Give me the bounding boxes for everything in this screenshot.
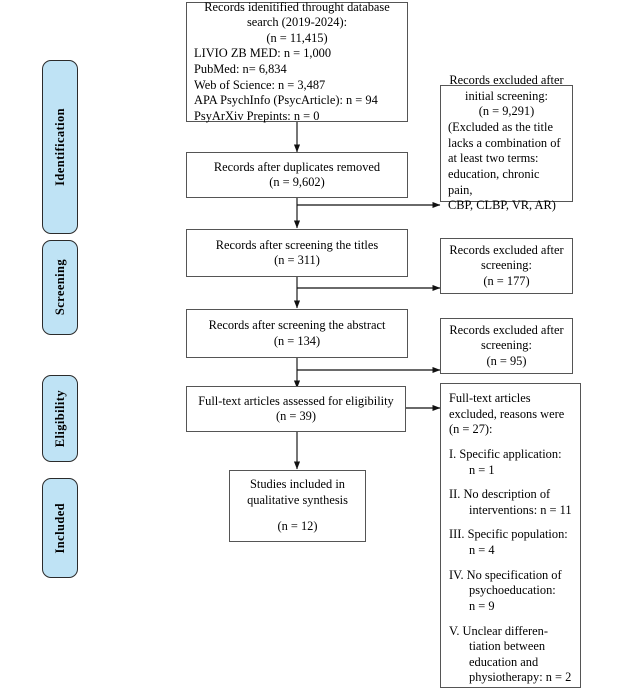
duplicates-removed-label: Records after duplicates removed [213, 159, 381, 174]
records-after-abstract-label: Records after screening the abstract [208, 318, 386, 333]
stage-label-screening-text: Screening [52, 259, 67, 316]
excluded-after-titles-count: (n = 177) [483, 273, 530, 288]
reason-5-main: V. Unclear differen- [449, 623, 548, 638]
fulltext-excluded-header-2: excluded, reasons were [449, 406, 565, 421]
excluded-after-abstract-count: (n = 95) [486, 353, 527, 368]
excluded-initial-detail-2: lacks a combination of [448, 135, 561, 150]
fulltext-assessed-count: (n = 39) [275, 409, 317, 423]
box-duplicates-removed: Records after duplicates removed (n = 9,… [186, 152, 408, 198]
fulltext-excluded-header-1: Full-text articles [449, 391, 531, 405]
records-identified-source-livio: LIVIO ZB MED: n = 1,000 [194, 46, 332, 61]
box-excluded-after-abstract: Records excluded after screening: (n = 9… [440, 318, 573, 374]
excluded-after-abstract-line-2: screening: [481, 338, 532, 353]
excluded-initial-detail-1: (Excluded as the title [448, 120, 553, 135]
records-identified-line-1: Records idenitified throught database [204, 0, 390, 14]
stage-label-eligibility-text: Eligibility [52, 389, 67, 448]
reason-1-sub-1: n = 1 [469, 462, 495, 477]
excluded-after-abstract-line-1: Records excluded after [449, 322, 564, 337]
records-identified-source-pubmed: PubMed: n= 6,834 [194, 62, 287, 76]
box-records-after-titles: Records after screening the titles (n = … [186, 229, 408, 277]
reason-4-sub-2: n = 9 [469, 598, 495, 613]
records-identified-source-apa: APA PsychInfo (PsycArticle): n = 94 [194, 93, 378, 108]
included-studies-count: (n = 12) [277, 519, 318, 534]
box-fulltext-excluded-reasons: Full-text articles excluded, reasons wer… [440, 383, 581, 688]
excluded-initial-line-1: Records excluded after [449, 73, 564, 88]
stage-label-included: Included [42, 478, 78, 578]
records-after-abstract-count: (n = 134) [273, 333, 321, 348]
reason-2-sub-1: interventions: n = 11 [469, 502, 572, 517]
excluded-initial-line-2: initial screening: [465, 88, 548, 103]
box-fulltext-assessed: Full-text articles assessed for eligibil… [186, 386, 406, 432]
reason-4-sub-1: psychoeducation: [469, 583, 556, 598]
included-studies-line-1: Studies included in [250, 477, 345, 492]
box-excluded-after-titles: Records excluded after screening: (n = 1… [440, 238, 573, 294]
stage-label-identification: Identification [42, 60, 78, 234]
excluded-after-titles-line-1: Records excluded after [449, 242, 564, 257]
box-excluded-initial-screening: Records excluded after initial screening… [440, 73, 573, 212]
excluded-initial-count: (n = 9,291) [478, 104, 535, 119]
duplicates-removed-count: (n = 9,602) [269, 175, 325, 189]
reason-2-main: II. No description of [449, 487, 551, 502]
records-after-titles-count: (n = 311) [274, 253, 320, 267]
reason-5-sub-1: tiation between [469, 639, 546, 654]
records-identified-source-psyarxiv: PsyArXiv Prepints: n = 0 [194, 108, 320, 123]
excluded-initial-detail-4: education, chronic pain, [448, 166, 540, 197]
records-after-titles-label: Records after screening the titles [215, 237, 379, 252]
box-records-after-abstract: Records after screening the abstract (n … [186, 309, 408, 358]
excluded-initial-detail-5: CBP, CLBP, VR, AR) [448, 198, 556, 213]
reason-3-sub-1: n = 4 [469, 543, 495, 557]
records-identified-count: (n = 11,415) [266, 30, 328, 45]
stage-label-eligibility: Eligibility [42, 375, 78, 462]
stage-label-screening: Screening [42, 240, 78, 335]
records-identified-source-wos: Web of Science: n = 3,487 [194, 77, 326, 92]
reason-gap [449, 438, 572, 447]
excluded-initial-detail-3: at least two terms: [448, 151, 539, 166]
reason-gap [449, 615, 572, 624]
records-identified-line-2: search (2019-2024): [246, 15, 348, 30]
reason-gap [449, 559, 572, 568]
included-studies-line-2: qualitative synthesis [247, 492, 348, 507]
fulltext-excluded-count: (n = 27): [449, 422, 493, 437]
fulltext-assessed-label: Full-text articles assessed for eligibil… [198, 393, 394, 408]
excluded-after-titles-line-2: screening: [481, 258, 532, 273]
reason-5-sub-2: education and [469, 654, 539, 669]
reason-gap [449, 518, 572, 527]
reason-5-sub-3: physiotherapy: n = 2 [469, 670, 572, 685]
reason-3-main: III. Specific population: [449, 527, 568, 542]
stage-label-identification-text: Identification [52, 108, 67, 186]
stage-label-included-text: Included [52, 502, 67, 554]
box-records-identified: Records idenitified throught database se… [186, 0, 408, 123]
box-included-studies: Studies included in qualitative synthesi… [229, 470, 366, 542]
reason-4-main: IV. No specification of [449, 567, 562, 582]
reason-gap [449, 478, 572, 487]
reason-1-main: I. Specific application: [449, 446, 562, 461]
